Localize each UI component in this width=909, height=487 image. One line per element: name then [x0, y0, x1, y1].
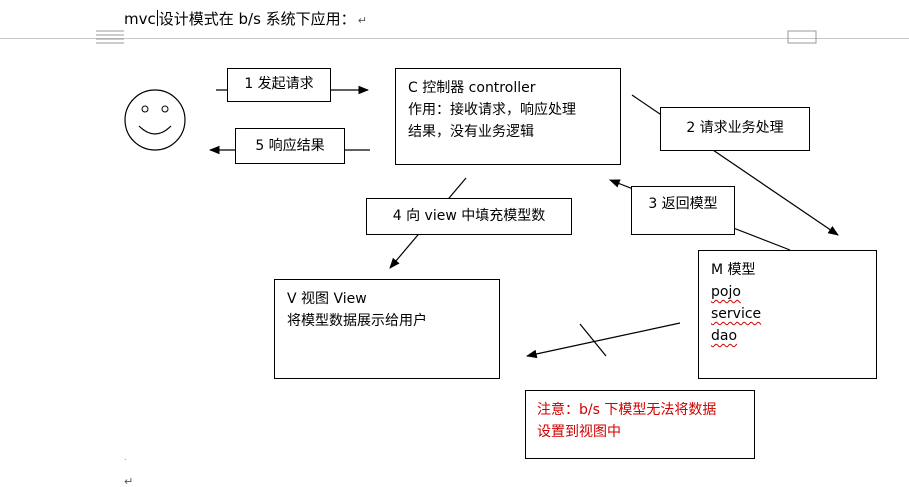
margin-dot: .	[124, 453, 127, 462]
model-box: M 模型 pojo service dao	[698, 250, 877, 379]
controller-desc-2: 结果，没有业务逻辑	[408, 124, 534, 140]
view-desc: 将模型数据展示给用户	[287, 313, 427, 329]
paragraph-mark-icon: ↵	[357, 14, 367, 27]
title-text: 设计模式在 b/s 系统下应用：	[158, 10, 356, 28]
paragraph-mark-icon: ↵	[124, 475, 133, 487]
arrow-model-to-view-crossed	[525, 322, 681, 359]
note-box: 注意：b/s 下模型无法将数据 设置到视图中	[525, 390, 755, 459]
label-step2: 2 请求业务处理	[660, 107, 810, 151]
view-box: V 视图 View 将模型数据展示给用户	[274, 279, 500, 379]
margin-marks	[96, 30, 817, 44]
header-rule	[0, 38, 909, 39]
cross-mark	[579, 323, 607, 357]
note-line-2: 设置到视图中	[537, 424, 621, 440]
label-step3: 3 返回模型	[631, 186, 735, 235]
label-step1: 1 发起请求	[227, 68, 331, 102]
label-step5: 5 响应结果	[235, 128, 345, 164]
smiley-face-icon	[124, 89, 186, 151]
label-step4: 4 向 view 中填充模型数	[366, 198, 572, 235]
controller-title: C 控制器 controller	[408, 80, 536, 96]
controller-desc-1: 作用：接收请求，响应处理	[408, 102, 576, 118]
model-title: M 模型	[711, 262, 756, 278]
model-item-pojo: pojo	[711, 284, 741, 300]
model-item-dao: dao	[711, 328, 738, 344]
title-text-mvc: mvc	[124, 10, 156, 28]
view-title: V 视图 View	[287, 291, 367, 307]
text-cursor	[156, 10, 158, 26]
note-line-1: 注意：b/s 下模型无法将数据	[537, 402, 717, 418]
controller-box: C 控制器 controller 作用：接收请求，响应处理 结果，没有业务逻辑	[395, 68, 621, 165]
model-item-service: service	[711, 306, 762, 322]
